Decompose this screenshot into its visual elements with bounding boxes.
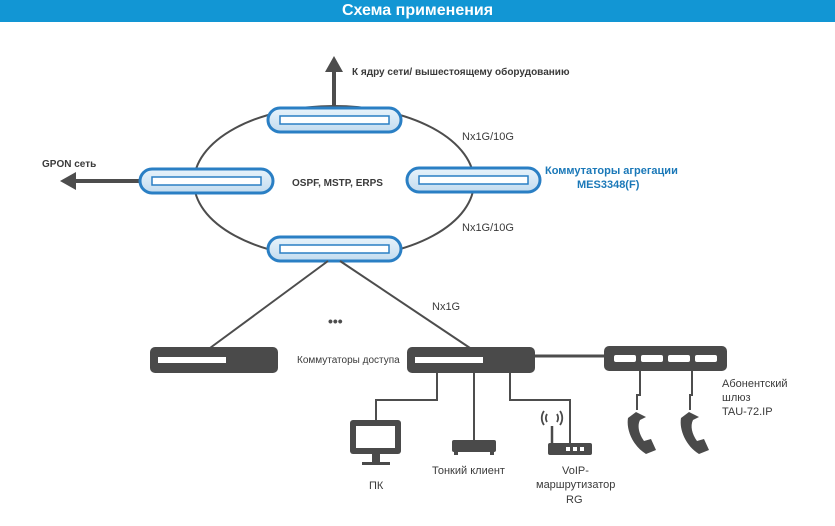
voip-label-1: VoIP- [562,465,589,477]
subscriber-gateway [604,346,727,371]
wire-to-voip-router [509,373,571,443]
voip-label-3: RG [566,494,583,506]
aggregation-model-label: MES3348(F) [577,179,640,191]
protocols-label: OSPF, MSTP, ERPS [292,178,383,189]
uplink-access-right [339,260,471,349]
aggregation-switch-left [138,167,275,195]
more-switches-ellipsis: ••• [328,313,343,329]
gpon-arrow [60,172,140,190]
thin-client-label: Тонкий клиент [432,465,505,477]
voip-label-2: маршрутизатор [536,479,615,491]
access-switches-label: Коммутаторы доступа [297,355,400,366]
core-uplink-arrow [325,56,343,108]
pc-label: ПК [369,480,384,492]
access-switch-right [407,347,535,373]
link-bottom-label: Nx1G/10G [462,222,514,234]
wire-to-pc [375,373,438,420]
gateway-label-1: Абонентский [722,378,788,390]
gateway-label-3: TAU-72.IP [722,406,773,418]
core-uplink-label: К ядру сети/ вышестоящему оборудованию [352,66,570,78]
wifi-signal-icon [540,410,564,426]
aggregation-label: Коммутаторы агрегации [545,165,678,177]
link-top-label: Nx1G/10G [462,131,514,143]
phone-right-icon [680,412,709,454]
aggregation-switch-bottom [266,235,403,263]
aggregation-switch-right [405,166,542,194]
gpon-label: GPON сеть [42,159,96,170]
pc-icon [350,420,401,465]
diagram-header: Схема применения [0,0,835,22]
phone-wire-right [689,371,693,410]
gateway-label-2: шлюз [722,392,751,404]
phone-wire-left [636,371,641,410]
link-access-label: Nx1G [432,301,460,313]
phone-left-icon [627,412,656,454]
aggregation-switch-top [266,106,403,134]
access-switch-left [150,347,278,373]
voip-router-icon [548,426,592,455]
uplink-access-left [209,260,329,349]
thin-client-icon [452,440,496,455]
